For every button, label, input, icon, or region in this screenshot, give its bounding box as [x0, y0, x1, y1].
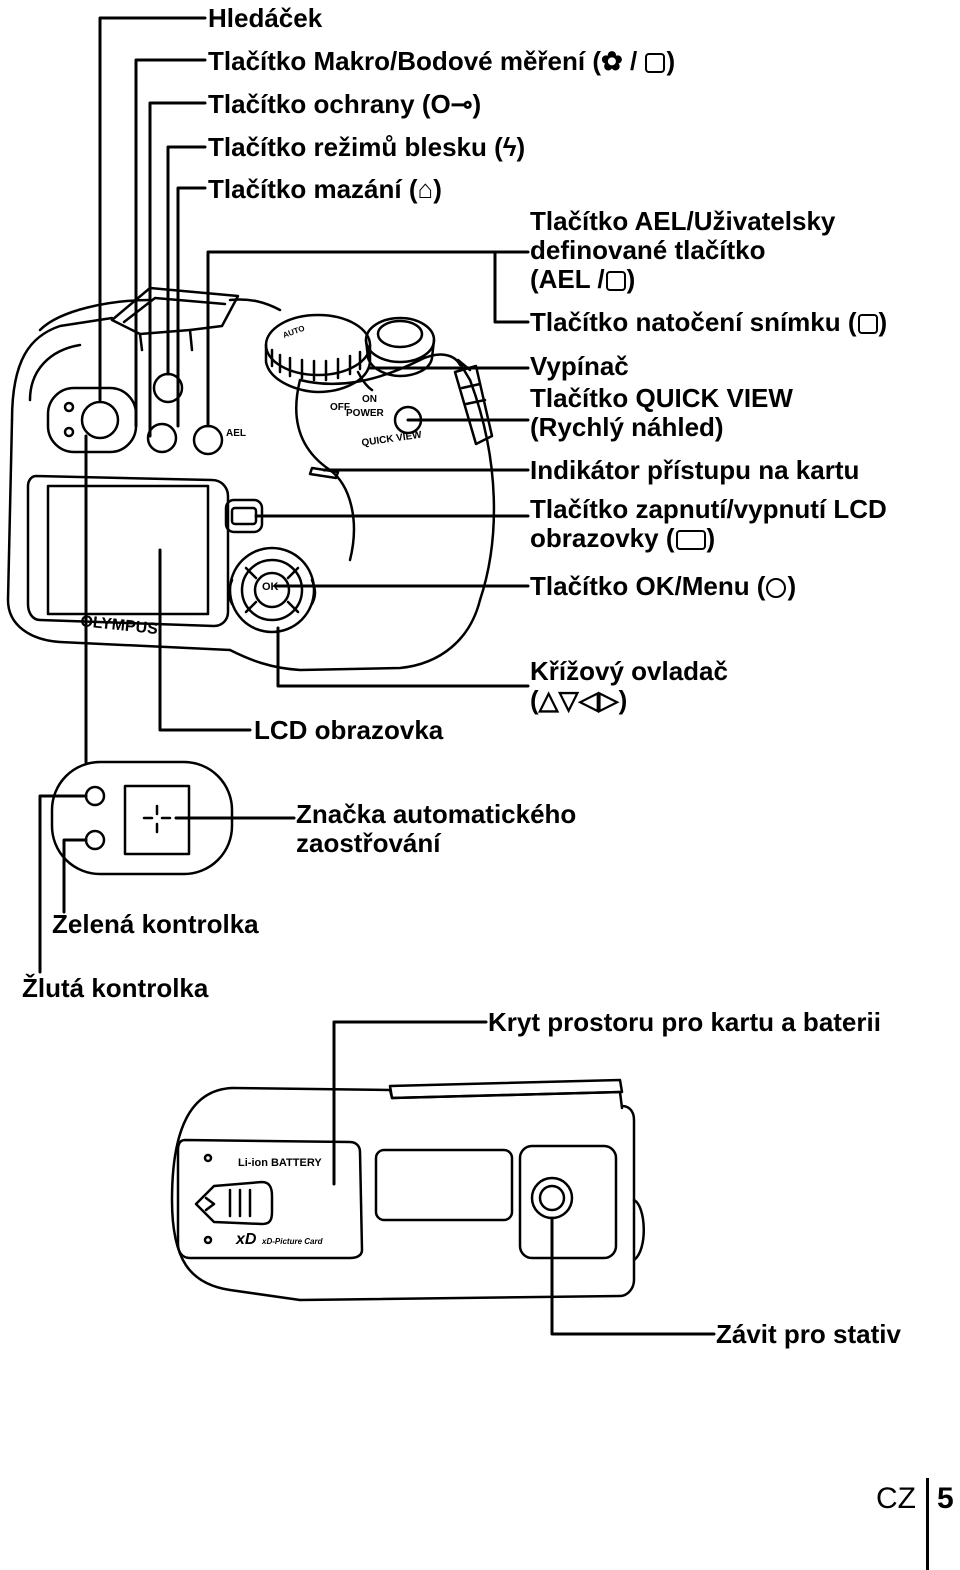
footer-language: CZ — [876, 1482, 916, 1515]
arrow-left-icon: ◁ — [578, 685, 599, 715]
xd-card-marking: xD-Picture Card — [261, 1237, 324, 1246]
flash-icon: ϟ — [502, 132, 517, 162]
off-marking: OFF — [330, 402, 350, 413]
monitor-icon — [675, 530, 706, 550]
power-marking: POWER — [346, 408, 385, 419]
brand-marking: OLYMPUS — [80, 613, 159, 638]
label-flash-button: Tlačítko režimů blesku (ϟ) — [208, 132, 526, 162]
label-lcd-monitor: LCD obrazovka — [254, 715, 444, 745]
ok-marking: OK — [262, 581, 279, 593]
spot-metering-icon — [645, 53, 666, 73]
label-power-switch: Vypínač — [530, 351, 629, 381]
xd-logo: xD — [235, 1231, 257, 1248]
label-quickview-button: Tlačítko QUICK VIEW (Rychlý náhled) — [530, 383, 793, 442]
label-erase-button: Tlačítko mazání (⌂) — [208, 174, 442, 204]
label-green-lamp: Zelená kontrolka — [52, 909, 259, 939]
custom-icon — [605, 271, 626, 291]
on-marking: ON — [362, 394, 377, 405]
key-icon: O⊸ — [430, 89, 473, 119]
footer-divider — [926, 1478, 929, 1570]
label-battery-cover: Kryt prostoru pro kartu a baterii — [488, 1007, 881, 1037]
camera-bottom-view — [170, 1078, 645, 1302]
arrow-up-icon: △ — [538, 685, 559, 715]
label-lcd-button: Tlačítko zapnutí/vypnutí LCD obrazovky (… — [530, 494, 887, 553]
ok-icon — [766, 578, 787, 598]
label-ael-button: Tlačítko AEL/Uživatelsky definované tlač… — [530, 206, 836, 294]
label-orange-lamp: Žlutá kontrolka — [22, 973, 209, 1003]
rotate-icon — [857, 314, 878, 334]
arrow-down-icon: ▽ — [558, 685, 579, 715]
label-tripod-socket: Závit pro stativ — [716, 1319, 901, 1349]
page-number: 5 — [937, 1482, 954, 1515]
auto-marking: AUTO — [282, 324, 306, 340]
label-rotate-button: Tlačítko natočení snímku () — [530, 307, 888, 337]
label-card-access-lamp: Indikátor přístupu na kartu — [530, 455, 860, 485]
label-protect-button: Tlačítko ochrany (O⊸) — [208, 89, 482, 119]
label-af-target-mark: Značka automatického zaostřování — [296, 799, 577, 858]
label-ok-menu-button: Tlačítko OK/Menu () — [530, 571, 797, 601]
macro-icon: ✿ — [600, 46, 623, 76]
battery-marking: Li-ion BATTERY — [238, 1157, 322, 1169]
trash-icon: ⌂ — [417, 174, 434, 204]
label-macro-spot-button: Tlačítko Makro/Bodové měření (✿ / ) — [208, 46, 676, 76]
arrow-right-icon: ▷ — [598, 685, 619, 715]
label-viewfinder: Hledáček — [208, 3, 323, 33]
leader-lines — [38, 16, 716, 1336]
ael-marking: AEL — [226, 428, 246, 439]
label-arrow-pad: Křížový ovladač(△▽◁▷) — [530, 656, 728, 715]
quickview-marking: QUICK VIEW — [361, 430, 423, 449]
